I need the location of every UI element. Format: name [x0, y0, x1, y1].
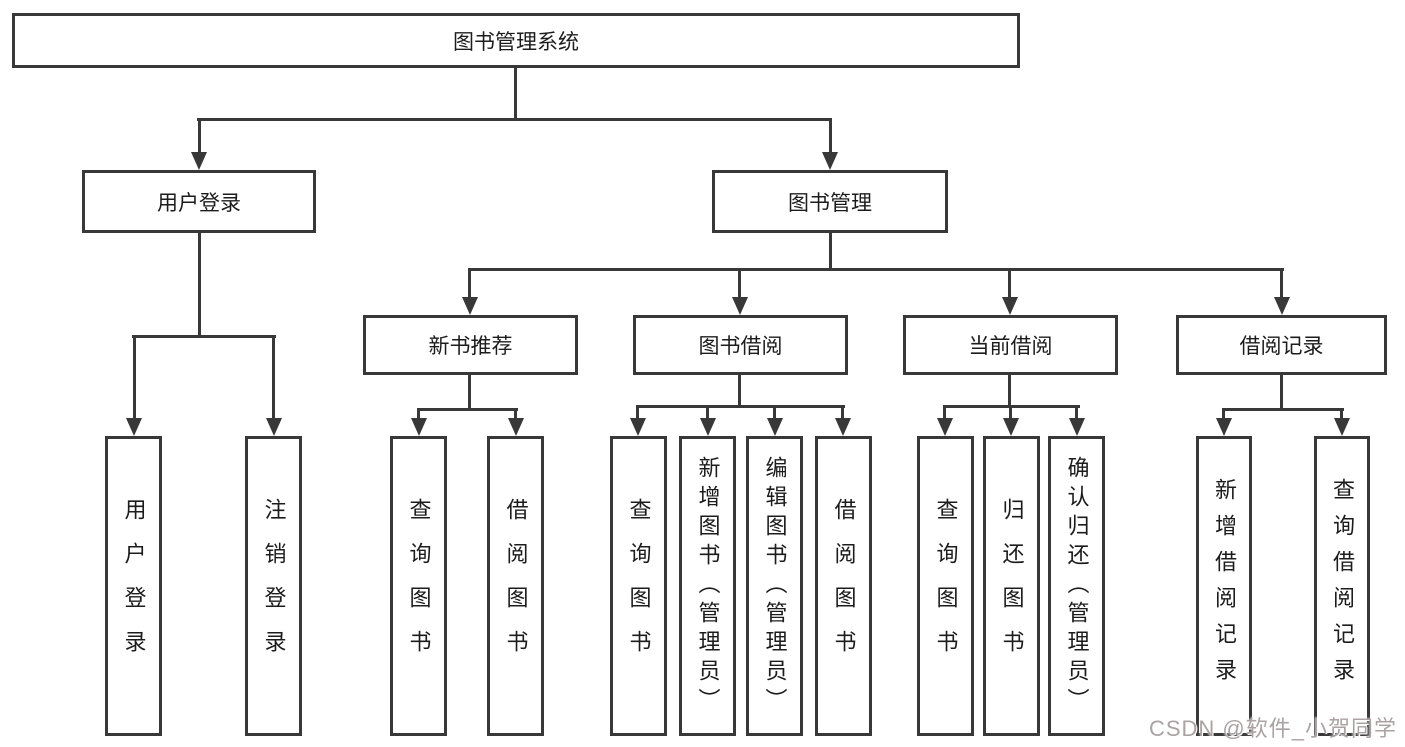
node-current-borrow: 当前借阅 — [903, 315, 1118, 375]
connector-line — [943, 405, 946, 420]
connector-line — [1340, 408, 1343, 420]
connector-arrow — [126, 418, 142, 436]
connector-arrow — [266, 418, 282, 436]
leaf-borrow-borrow-books-label: 借阅图书 — [831, 498, 857, 674]
leaf-current-return-books: 归还图书 — [983, 436, 1040, 736]
leaf-borrow-edit-books-admin-label: 编辑图书（管理员） — [762, 455, 788, 717]
connector-arrow — [1002, 297, 1018, 315]
node-root: 图书管理系统 — [12, 13, 1020, 68]
connector-line — [1222, 408, 1225, 420]
node-borrow-records-label: 借阅记录 — [1239, 335, 1324, 358]
connector-line — [1280, 268, 1283, 299]
connector-arrow — [1334, 418, 1350, 436]
leaf-borrow-add-books-admin-label: 新增图书（管理员） — [695, 455, 721, 717]
connector-line — [773, 405, 776, 420]
leaf-logout: 注销登录 — [245, 436, 302, 736]
connector-line — [197, 118, 832, 121]
leaf-current-return-books-label: 归还图书 — [999, 498, 1025, 674]
leaf-borrow-edit-books-admin: 编辑图书（管理员） — [746, 436, 803, 736]
node-book-borrow: 图书借阅 — [633, 315, 848, 375]
connector-line — [514, 408, 517, 420]
leaf-newrec-borrow-books: 借阅图书 — [487, 436, 544, 736]
leaf-borrow-add-books-admin: 新增图书（管理员） — [679, 436, 736, 736]
leaf-records-query-record-label: 查询借阅记录 — [1330, 478, 1355, 694]
connector-line — [417, 408, 518, 411]
connector-line — [1008, 375, 1011, 407]
connector-line — [198, 118, 201, 154]
leaf-borrow-query-books: 查询图书 — [610, 436, 667, 736]
leaf-borrow-query-books-label: 查询图书 — [626, 498, 652, 674]
leaf-borrow-borrow-books: 借阅图书 — [815, 436, 872, 736]
connector-arrow — [1003, 418, 1019, 436]
connector-line — [1280, 375, 1283, 410]
leaf-records-add-record-label: 新增借阅记录 — [1212, 478, 1237, 694]
node-book-mgmt-label: 图书管理 — [788, 191, 872, 215]
connector-line — [198, 233, 201, 335]
leaf-records-query-record: 查询借阅记录 — [1314, 436, 1370, 736]
leaf-logout-label: 注销登录 — [261, 498, 287, 674]
connector-arrow — [508, 418, 524, 436]
connector-line — [417, 408, 420, 420]
connector-line — [132, 335, 276, 338]
connector-line — [1222, 408, 1344, 411]
connector-line — [829, 118, 832, 154]
connector-line — [706, 405, 709, 420]
csdn-watermark: CSDN @软件_小贺同学 — [1148, 716, 1397, 741]
connector-line — [841, 405, 844, 420]
leaf-current-query-books: 查询图书 — [917, 436, 974, 736]
node-user-login-label: 用户登录 — [157, 191, 241, 215]
connector-arrow — [1274, 297, 1290, 315]
connector-line — [468, 268, 471, 299]
connector-arrow — [732, 297, 748, 315]
node-root-label: 图书管理系统 — [453, 30, 579, 54]
leaf-user-login-label: 用户登录 — [121, 498, 147, 674]
connector-line — [514, 68, 517, 118]
node-new-book-recommend-label: 新书推荐 — [428, 335, 513, 358]
leaf-newrec-borrow-books-label: 借阅图书 — [503, 498, 529, 674]
connector-line — [738, 268, 741, 299]
connector-arrow — [1216, 418, 1232, 436]
node-book-mgmt: 图书管理 — [712, 170, 948, 233]
connector-line — [1075, 405, 1078, 420]
leaf-newrec-query-books-label: 查询图书 — [406, 498, 432, 674]
node-book-borrow-label: 图书借阅 — [698, 335, 783, 358]
connector-line — [1009, 405, 1012, 420]
node-user-login: 用户登录 — [82, 170, 316, 233]
connector-line — [738, 375, 741, 407]
connector-arrow — [411, 418, 427, 436]
connector-arrow — [700, 418, 716, 436]
leaf-current-confirm-return-admin-label: 确认归还（管理员） — [1064, 455, 1090, 717]
connector-line — [1008, 268, 1011, 299]
connector-line — [636, 405, 845, 408]
leaf-current-query-books-label: 查询图书 — [933, 498, 959, 674]
connector-line — [272, 335, 275, 420]
connector-arrow — [835, 418, 851, 436]
leaf-newrec-query-books: 查询图书 — [390, 436, 447, 736]
connector-line — [468, 375, 471, 410]
connector-arrow — [1069, 418, 1085, 436]
connector-arrow — [767, 418, 783, 436]
connector-line — [636, 405, 639, 420]
node-borrow-records: 借阅记录 — [1176, 315, 1387, 375]
leaf-user-login: 用户登录 — [105, 436, 162, 736]
node-current-borrow-label: 当前借阅 — [968, 335, 1053, 358]
leaf-current-confirm-return-admin: 确认归还（管理员） — [1048, 436, 1105, 736]
node-new-book-recommend: 新书推荐 — [363, 315, 578, 375]
connector-line — [829, 233, 832, 270]
connector-arrow — [191, 152, 207, 170]
connector-arrow — [822, 152, 838, 170]
connector-line — [133, 335, 136, 420]
connector-arrow — [462, 297, 478, 315]
connector-line — [468, 268, 1284, 271]
connector-arrow — [937, 418, 953, 436]
leaf-records-add-record: 新增借阅记录 — [1196, 436, 1252, 736]
connector-arrow — [630, 418, 646, 436]
